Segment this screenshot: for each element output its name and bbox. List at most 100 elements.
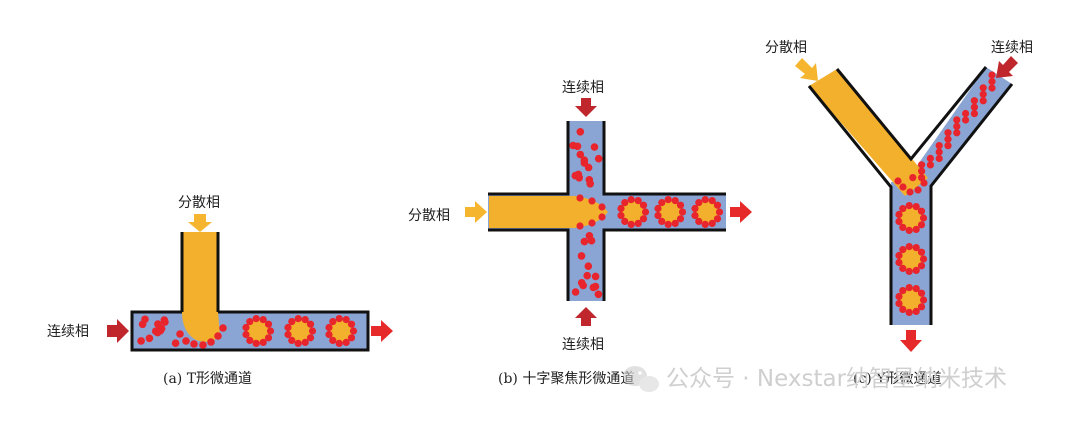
t-separated-droplets — [242, 315, 358, 347]
t-outlet-arrow — [371, 320, 393, 342]
shell-droplet — [905, 267, 913, 275]
cross-continuous-droplets — [569, 128, 606, 299]
shell-droplet — [639, 201, 648, 209]
shell-droplet — [284, 330, 292, 339]
droplet — [926, 154, 935, 162]
watermark-text: 公众号 · Nexstar纳智星纳米技术 — [666, 366, 1007, 392]
shell-droplet — [654, 211, 662, 220]
droplet — [953, 116, 961, 124]
shell-droplet — [895, 217, 903, 226]
shell-droplet — [325, 323, 333, 332]
droplet — [979, 97, 987, 105]
t-continuous-arrow — [107, 319, 129, 343]
shell-droplet — [342, 316, 350, 324]
cross-walls — [488, 121, 726, 301]
droplet — [920, 179, 928, 187]
shell-droplet — [252, 339, 260, 347]
shell-droplet — [695, 217, 703, 225]
shell-droplet — [347, 334, 356, 342]
shell-droplet — [676, 215, 685, 223]
shell-droplet — [905, 308, 913, 316]
y-left-arm-dispersed — [809, 69, 928, 196]
cross-label-continuous-bottom: 连续相 — [562, 336, 604, 353]
droplet — [590, 143, 599, 151]
shell-droplet — [264, 334, 273, 342]
t-dispersed-tip — [182, 312, 220, 342]
shell-droplet — [695, 199, 703, 207]
shell-droplet — [917, 248, 926, 256]
droplet — [594, 290, 603, 299]
droplet — [199, 341, 207, 349]
shell-droplet — [676, 201, 685, 209]
droplet — [935, 142, 943, 150]
droplet — [214, 332, 222, 340]
cross-top-arrow — [575, 98, 597, 117]
droplet — [577, 252, 586, 260]
watermark: 公众号 · Nexstar纳智星纳米技术 — [623, 366, 1007, 392]
shell-droplet — [899, 264, 907, 272]
shell-droplet — [617, 211, 625, 220]
shell-droplet — [246, 318, 254, 326]
shell-droplet — [895, 251, 903, 260]
droplet — [899, 183, 907, 191]
dispersed-droplet — [622, 201, 644, 223]
shell-droplet — [634, 197, 642, 205]
shell-droplet — [252, 315, 260, 323]
shell-droplet — [325, 330, 333, 339]
shell-droplet — [713, 215, 722, 223]
shell-droplet — [627, 220, 635, 228]
shell-droplet — [917, 303, 926, 311]
droplet — [584, 262, 593, 271]
droplet — [988, 77, 996, 86]
droplet — [207, 338, 215, 346]
droplet — [171, 339, 180, 348]
shell-droplet — [641, 208, 650, 216]
t-caption: (a) T形微通道 — [163, 371, 252, 387]
shell-droplet — [701, 196, 709, 204]
droplet — [576, 194, 584, 202]
shell-droplet — [895, 292, 903, 301]
droplet — [190, 340, 198, 348]
shell-droplet — [691, 204, 699, 213]
y-outlet-arrow — [900, 330, 922, 352]
droplet — [154, 320, 162, 328]
cross-channel: 连续相 分散相 连续相 (b) 十字聚焦形微通道 — [408, 79, 752, 387]
droplet — [588, 219, 596, 227]
shell-droplet — [634, 219, 642, 227]
t-side-channel-fill — [182, 232, 218, 314]
shell-droplet — [912, 203, 920, 211]
droplet — [580, 156, 589, 164]
droplet — [583, 271, 591, 280]
droplet — [598, 203, 606, 211]
t-dispersed-arrow — [188, 214, 212, 232]
shell-droplet — [708, 219, 716, 227]
droplet — [588, 197, 596, 205]
y-walls — [807, 66, 1014, 325]
droplet — [918, 167, 926, 175]
cross-label-dispersed: 分散相 — [408, 208, 450, 224]
shell-droplet — [912, 307, 920, 315]
droplet — [988, 71, 996, 79]
shell-droplet — [288, 318, 296, 326]
shell-droplet — [242, 330, 250, 339]
shell-droplet — [342, 338, 350, 346]
shell-droplet — [912, 285, 920, 293]
droplet — [571, 171, 580, 180]
droplet — [156, 326, 165, 335]
shell-droplet — [658, 199, 666, 207]
shell-droplet — [347, 320, 356, 328]
shell-droplet — [713, 201, 722, 209]
shell-droplet — [266, 327, 275, 335]
y-continuous-droplets — [894, 71, 996, 196]
shell-droplet — [242, 323, 250, 332]
droplet — [953, 129, 961, 137]
shell-droplet — [658, 217, 666, 225]
shell-droplet — [912, 244, 920, 252]
shell-droplet — [294, 315, 302, 323]
shell-droplet — [905, 243, 913, 251]
shell-droplet — [917, 262, 926, 270]
droplet — [580, 237, 589, 246]
shell-droplet — [627, 196, 635, 204]
droplet — [918, 161, 926, 169]
shell-droplet — [621, 199, 629, 207]
